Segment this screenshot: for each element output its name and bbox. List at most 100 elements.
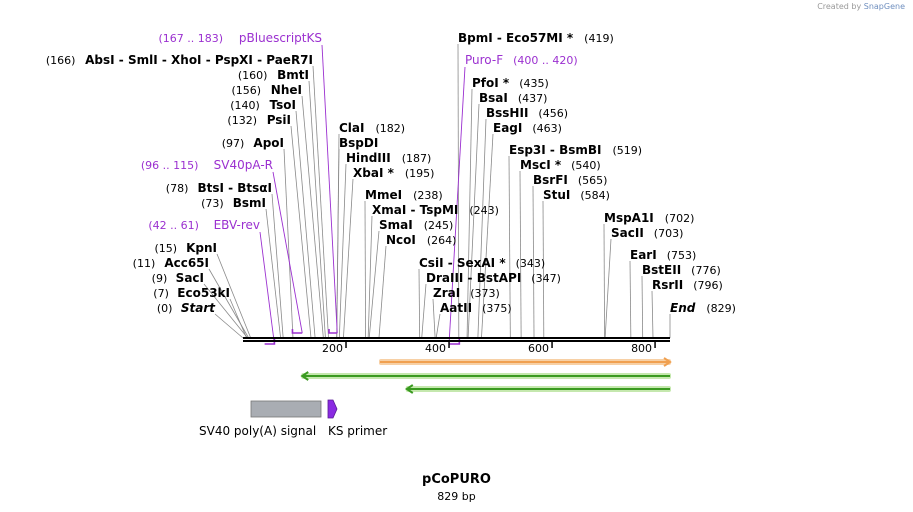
enzyme-label-aatii: AatII xyxy=(440,301,472,315)
enzyme-position-aatii: (375) xyxy=(482,302,512,315)
primer-line-pbluescriptks xyxy=(321,44,338,334)
enzyme-label-smai: SmaI xyxy=(379,218,413,232)
cut-line-eco53ki xyxy=(229,298,247,339)
enzyme-label-mspa1i: MspA1I xyxy=(604,211,654,225)
cut-line-bpmi-eco57mi xyxy=(457,43,460,339)
enzyme-label-sacii: SacII xyxy=(611,226,644,240)
enzyme-label-bsshii: BssHII xyxy=(486,106,528,120)
enzyme-position-mspa1i: (702) xyxy=(665,212,695,225)
primer-line-ebv-rev xyxy=(259,231,275,345)
enzyme-position-bsmi: (73) xyxy=(201,197,224,210)
primer-line-sv40pa-r xyxy=(272,171,303,334)
enzyme-position-draiii-bstapi: (347) xyxy=(531,272,561,285)
enzyme-position-pfoi: (435) xyxy=(519,77,549,90)
feature-arrowhead-orange-0 xyxy=(663,357,672,367)
enzyme-label-kpni: KpnI xyxy=(186,241,217,255)
enzyme-position-absi-smli-xhoi-pspxi-paer7i: (166) xyxy=(46,54,76,67)
cut-line-saci xyxy=(203,283,248,339)
cut-line-draiii-bstapi xyxy=(421,283,427,339)
cut-line-psii xyxy=(290,125,312,339)
primer-site-sv40pa-r xyxy=(291,329,303,334)
enzyme-label-tsoi: TsoI xyxy=(270,98,296,112)
enzyme-label-ncoi: NcoI xyxy=(386,233,416,247)
cut-line-nhei xyxy=(301,95,324,339)
cut-line-stui xyxy=(542,200,545,339)
feature-arrowhead-green-2 xyxy=(404,384,414,394)
enzyme-label-acc65i: Acc65I xyxy=(164,256,209,270)
cut-line-bsmi xyxy=(265,208,281,339)
enzyme-position-eco53ki: (7) xyxy=(153,287,169,300)
enzyme-label-msci: MscI * xyxy=(520,158,562,172)
enzyme-position-end: (829) xyxy=(706,302,736,315)
sequence-map: Start(0)Eco53kI(7)SacI(9)Acc65I(11)KpnI(… xyxy=(46,31,736,419)
cut-line-msci xyxy=(519,170,522,339)
cut-line-xbai xyxy=(343,178,354,339)
enzyme-label-bsteii: BstEII xyxy=(642,263,681,277)
map-length: 829 bp xyxy=(437,490,476,503)
cut-line-rsrii xyxy=(651,290,654,339)
enzyme-position-sacii: (703) xyxy=(654,227,684,240)
primer-label-pbluescriptks: pBluescriptKS xyxy=(239,31,322,45)
ruler-label-800: 800 xyxy=(631,342,652,355)
enzyme-position-eagi: (463) xyxy=(532,122,562,135)
cut-line-mmei xyxy=(364,200,366,339)
enzyme-position-bsai: (437) xyxy=(518,92,548,105)
enzyme-label-esp3i-bsmbi: Esp3I - BsmBI xyxy=(509,143,601,157)
legend-label-ks-primer: KS primer xyxy=(328,424,388,438)
ruler-label-400: 400 xyxy=(425,342,446,355)
enzyme-position-smai: (245) xyxy=(424,219,454,232)
enzyme-label-zrai: ZraI xyxy=(433,286,460,300)
legend-glyph-ks-primer xyxy=(327,399,338,419)
enzyme-position-bmti: (160) xyxy=(238,69,268,82)
enzyme-label-bsai: BsaI xyxy=(479,91,508,105)
enzyme-label-bspdi: BspDI xyxy=(339,136,378,150)
enzyme-label-bsmi: BsmI xyxy=(233,196,266,210)
enzyme-label-bsrfi: BsrFI xyxy=(533,173,568,187)
enzyme-position-bpmi-eco57mi: (419) xyxy=(584,32,614,45)
enzyme-label-absi-smli-xhoi-pspxi-paer7i: AbsI - SmlI - XhoI - PspXI - PaeR7I xyxy=(85,53,313,67)
cut-line-bsai xyxy=(467,103,480,339)
feature-arrowhead-green-1 xyxy=(300,371,309,381)
enzyme-label-bmti: BmtI xyxy=(277,68,309,82)
enzyme-label-psii: PsiI xyxy=(267,113,291,127)
enzyme-position-xbai: (195) xyxy=(405,167,435,180)
enzyme-label-eco53ki: Eco53kI xyxy=(177,286,230,300)
cut-line-pfoi xyxy=(466,88,473,339)
legend-label-sv40-polya: SV40 poly(A) signal xyxy=(199,424,317,438)
enzyme-label-nhei: NheI xyxy=(271,83,302,97)
snapgene-logo: SnapGene xyxy=(863,2,905,11)
enzyme-position-start: (0) xyxy=(157,302,173,315)
primer-site-pbluescriptks xyxy=(328,329,338,334)
cut-line-ncoi xyxy=(378,245,387,339)
primer-label-sv40pa-r: SV40pA-R xyxy=(214,158,273,172)
cut-line-eari xyxy=(629,260,632,339)
cut-line-bsrfi xyxy=(532,185,535,339)
snapgene-credit: Created by SnapGene xyxy=(817,2,905,11)
enzyme-position-zrai: (373) xyxy=(470,287,500,300)
enzyme-position-xmai-tspmi: (243) xyxy=(469,204,499,217)
enzyme-label-csii-sexai: CsiI - SexAI * xyxy=(419,256,506,270)
enzyme-position-nhei: (156) xyxy=(232,84,262,97)
cut-line-apoi xyxy=(283,148,294,339)
enzyme-label-rsrii: RsrII xyxy=(652,278,683,292)
cut-line-xmai-tspmi xyxy=(367,215,373,339)
enzyme-label-bpmi-eco57mi: BpmI - Eco57MI * xyxy=(458,31,574,45)
enzyme-position-hindiii: (187) xyxy=(402,152,432,165)
cut-line-bsteii xyxy=(641,275,644,339)
enzyme-position-apoi: (97) xyxy=(222,137,245,150)
primer-range-ebv-rev: (42 .. 61) xyxy=(148,219,199,232)
cut-line-tsoi xyxy=(295,110,316,339)
enzyme-position-esp3i-bsmbi: (519) xyxy=(612,144,642,157)
enzyme-label-apoi: ApoI xyxy=(253,136,284,150)
enzyme-position-eari: (753) xyxy=(667,249,697,262)
cut-line-eagi xyxy=(481,133,494,339)
enzyme-position-psii: (132) xyxy=(227,114,257,127)
cut-line-smai xyxy=(368,230,380,339)
enzyme-label-stui: StuI xyxy=(543,188,570,202)
cut-line-kpni xyxy=(216,253,252,339)
cut-line-acc65i xyxy=(208,268,250,339)
cut-line-esp3i-bsmbi xyxy=(508,155,511,339)
enzyme-position-clai: (182) xyxy=(375,122,405,135)
enzyme-label-xmai-tspmi: XmaI - TspMI xyxy=(372,203,458,217)
enzyme-position-acc65i: (11) xyxy=(133,257,156,270)
